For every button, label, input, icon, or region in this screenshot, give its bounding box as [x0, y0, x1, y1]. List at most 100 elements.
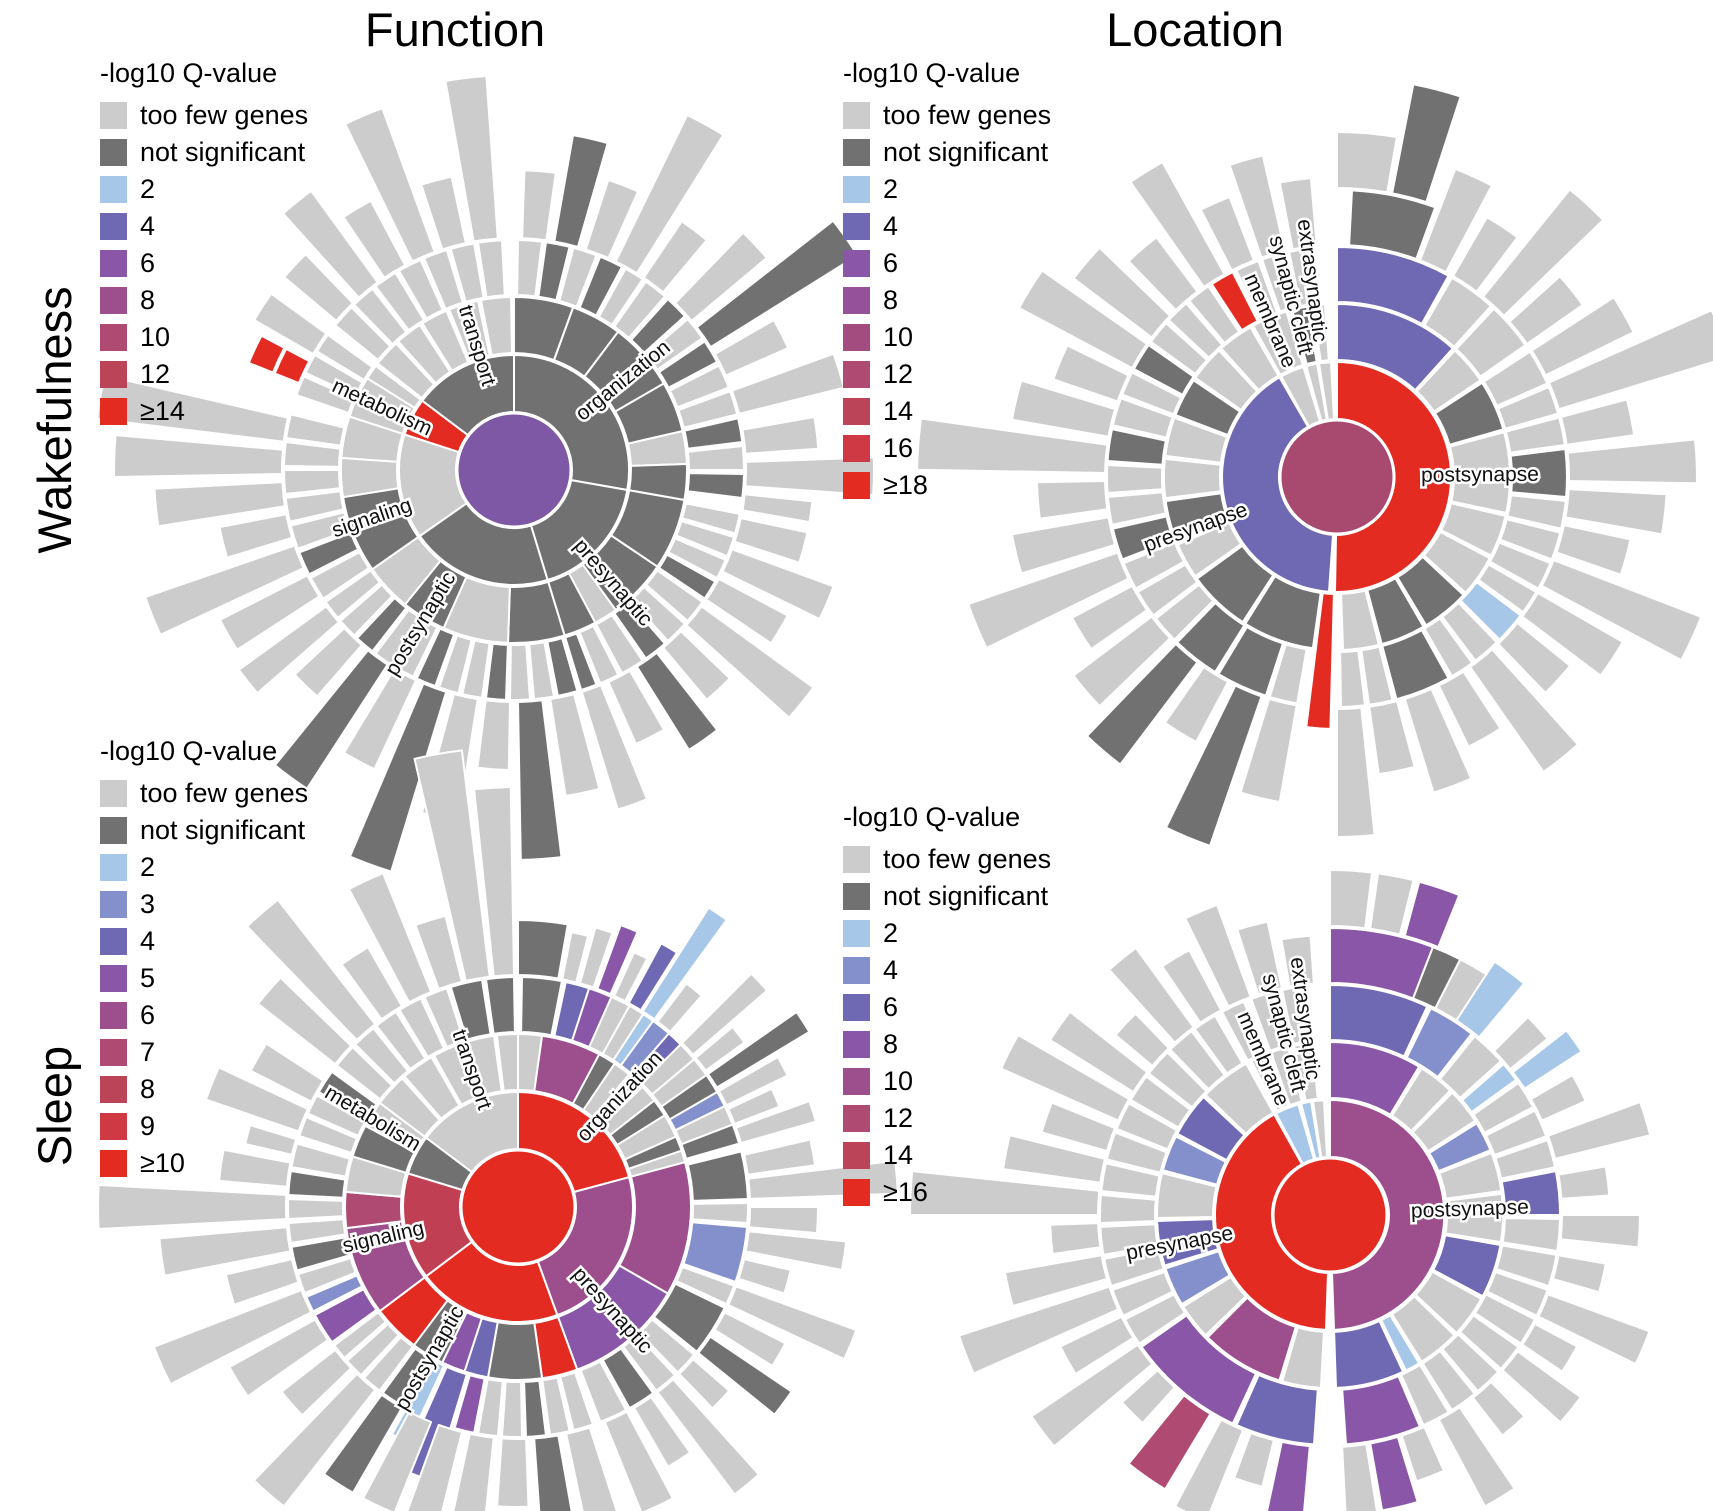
- sunburst-segment: [1000, 1034, 1131, 1122]
- sunburst-segment: [656, 982, 703, 1033]
- legend-item: 14: [843, 1137, 1051, 1174]
- sunburst-segment: [967, 551, 1130, 649]
- sunburst-segment: [1163, 666, 1230, 743]
- legend-item: 10: [843, 319, 1051, 356]
- sunburst-segment: [1472, 1082, 1535, 1134]
- legend-item-label: 2: [883, 918, 899, 948]
- sunburst-segment: [595, 614, 644, 675]
- sunburst-segment: [635, 651, 719, 751]
- sunburst-segment: [744, 1230, 848, 1271]
- sunburst-segment: [1140, 1314, 1257, 1425]
- sunburst-segment: [218, 1148, 292, 1188]
- sunburst-segment: [228, 1318, 329, 1398]
- sunburst-segment: [1459, 581, 1522, 641]
- legend-item-label: ≥14: [140, 396, 185, 426]
- sunburst-segment: [1288, 247, 1320, 307]
- legend-item: not significant: [100, 812, 308, 849]
- sunburst-segment: [1449, 431, 1511, 474]
- sunburst-segment: [1530, 296, 1635, 377]
- sunburst-segment: [1155, 1172, 1218, 1219]
- legend-item-label: ≥10: [140, 1148, 185, 1178]
- legend-swatch: [843, 994, 870, 1021]
- legend-item-label: 7: [140, 1037, 156, 1067]
- sunburst-segment: [733, 517, 809, 564]
- legend-swatch: [100, 854, 127, 881]
- legend-item-label: 14: [883, 396, 914, 426]
- sunburst-segment: [1120, 1369, 1176, 1425]
- sunburst-segment: [244, 1124, 298, 1156]
- sunburst-segment: [686, 472, 745, 499]
- legend-item: 8: [843, 282, 1051, 319]
- sunburst-segment: [645, 318, 704, 371]
- sunburst-segment: [339, 583, 394, 637]
- sunburst-segment: [1281, 1326, 1325, 1389]
- legend-swatch: [843, 176, 870, 203]
- sunburst-segment: [1161, 949, 1223, 1024]
- sunburst-segment: [603, 1410, 674, 1511]
- legend-item-label: 2: [883, 174, 899, 204]
- sunburst-segment: [158, 1226, 292, 1277]
- sunburst-segment: [1002, 1134, 1106, 1184]
- legend-swatch: [100, 398, 127, 425]
- sunburst-segment: [287, 1218, 347, 1244]
- sunburst-segment: [1269, 1046, 1303, 1107]
- sunburst-segment: [1411, 1091, 1477, 1153]
- sunburst-segment: [1250, 990, 1289, 1052]
- sunburst-segment: [681, 502, 741, 535]
- sunburst-segment: [1174, 379, 1241, 437]
- sunburst-segment: [1174, 1418, 1245, 1511]
- sunburst-segment: [286, 1198, 345, 1220]
- sunburst-segment: [323, 1393, 403, 1494]
- sunburst-segment: [1305, 592, 1335, 730]
- sunburst-segment: [1280, 934, 1315, 988]
- sunburst-segment: [324, 569, 381, 619]
- sunburst-segment: [205, 1066, 309, 1133]
- legend-item: 3: [100, 886, 308, 923]
- sunburst-segment: [485, 976, 516, 1035]
- sunburst-segment: [1228, 154, 1286, 259]
- legend-swatch: [100, 250, 127, 277]
- sunburst-segment: [1336, 706, 1376, 838]
- legend-item-label: 5: [140, 963, 156, 993]
- sunburst-segment: [1477, 563, 1538, 614]
- sunburst-segment: [656, 1378, 760, 1496]
- sunburst-segment: [480, 296, 513, 357]
- sunburst-segment: [378, 1077, 441, 1138]
- sunburst-segment: [1506, 494, 1567, 530]
- legend-swatch: [843, 1031, 870, 1058]
- sunburst-segment: [1329, 1099, 1446, 1331]
- sunburst-segment: [375, 1010, 427, 1071]
- legend-item-label: 2: [140, 174, 156, 204]
- sunburst-segment: [721, 548, 835, 620]
- sunburst-segment: [1336, 302, 1454, 392]
- sunburst-segment: [1341, 1375, 1421, 1446]
- sunburst-segment: [1235, 1373, 1319, 1446]
- sunburst-segment: [1204, 1062, 1275, 1135]
- legend-item: 8: [843, 1026, 1051, 1063]
- legend-item-label: 12: [883, 359, 914, 389]
- sunburst-segment: [707, 1011, 811, 1089]
- sunburst-segment: [293, 627, 363, 698]
- sunburst-segment: [678, 1358, 731, 1410]
- legend-item: 2: [843, 915, 1051, 952]
- sunburst-segment: [1444, 1192, 1504, 1244]
- sunburst-segment: [1072, 246, 1172, 339]
- legend-swatch: [843, 1105, 870, 1132]
- sunburst-segment: [1132, 344, 1195, 396]
- sunburst-segment: [1147, 1051, 1208, 1109]
- sunburst-segment: [343, 667, 417, 771]
- sunburst-segment: [1499, 518, 1562, 561]
- legend-item: 12: [100, 356, 308, 393]
- legend-swatch: [100, 361, 127, 388]
- sunburst-segment: [1106, 428, 1167, 466]
- sunburst-segment: [354, 1027, 409, 1085]
- sunburst-segment: [653, 1282, 726, 1353]
- legend-item-label: too few genes: [140, 100, 309, 130]
- sunburst-segment: [298, 1116, 358, 1154]
- sunburst-segment: [685, 605, 815, 719]
- sunburst-segment: [1333, 1320, 1405, 1389]
- legend-item: 6: [100, 997, 308, 1034]
- sunburst-segment: [741, 416, 820, 455]
